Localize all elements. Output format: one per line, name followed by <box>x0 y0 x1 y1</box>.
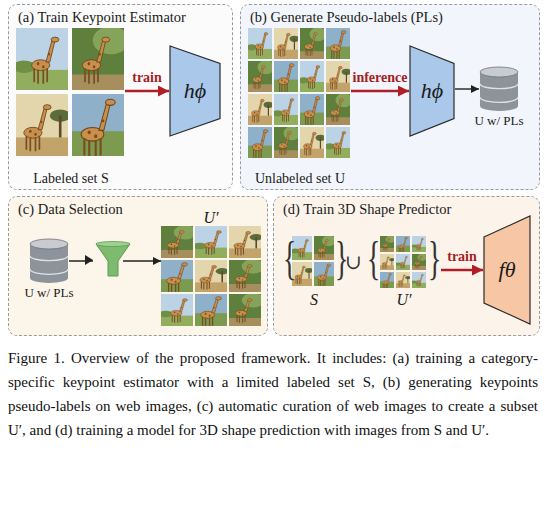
photo-thumbnail <box>72 26 129 90</box>
trapezoid-shape <box>484 216 530 324</box>
network-symbol: hϕ <box>409 45 455 137</box>
photo-thumbnail <box>229 259 264 292</box>
photo-thumbnail <box>324 127 350 158</box>
panel-title: (d) Train 3D Shape Predictor <box>283 201 451 218</box>
cylinder-ring <box>30 256 68 261</box>
photo-thumbnail <box>16 94 71 156</box>
funnel-rim <box>96 242 130 247</box>
set-label: U′ <box>203 209 218 227</box>
panel-title: (a) Train Keypoint Estimator <box>18 9 186 26</box>
network-block: hϕ <box>169 45 221 137</box>
cylinder-top <box>30 239 68 249</box>
photo-thumbnail <box>274 61 298 93</box>
photo-thumbnail <box>300 127 325 158</box>
photo-thumbnail <box>380 272 394 288</box>
cylinder-outline <box>479 67 519 111</box>
cylinder-ring <box>30 269 68 274</box>
photo-thumbnail <box>300 94 324 126</box>
cylinder-ring <box>480 84 518 89</box>
photo-thumbnail <box>248 127 272 159</box>
network-block: fθ <box>483 215 531 325</box>
arrow-label: train <box>447 249 477 265</box>
cylinder-top <box>480 67 518 77</box>
database-label: U w/ PLs <box>474 114 523 129</box>
trapezoid-shape <box>170 46 220 136</box>
set-label: U′ <box>396 291 411 309</box>
photo-thumbnail <box>326 28 350 60</box>
photo-thumbnail <box>326 93 352 125</box>
database: U w/ PLs <box>479 67 519 111</box>
cylinder-outline <box>29 239 69 283</box>
photo-thumbnail <box>380 254 395 270</box>
photo-thumbnail <box>72 94 124 158</box>
network-block: hϕ <box>409 45 455 137</box>
trapezoid-shape <box>410 46 454 136</box>
photo-thumbnail <box>300 27 326 59</box>
database-label: U w/ PLs <box>24 286 73 301</box>
photo-thumbnail <box>411 272 426 288</box>
arrow-label: train <box>132 70 162 86</box>
bracket-symbol: { <box>283 236 296 282</box>
photo-thumbnail <box>314 235 336 260</box>
photo-thumbnail <box>396 236 410 252</box>
figure-caption: Figure 1. Overview of the proposed frame… <box>8 346 538 442</box>
network-symbol: hϕ <box>169 45 221 137</box>
network-symbol: fθ <box>483 215 531 325</box>
photo-thumbnail <box>298 61 324 92</box>
photo-thumbnail <box>380 236 395 252</box>
photo-thumbnail <box>161 260 193 293</box>
arrow-connector <box>455 88 479 89</box>
panel-title: (c) Data Selection <box>18 201 123 218</box>
set-label: S <box>310 291 318 309</box>
union-symbol: ∪ <box>345 252 362 272</box>
arrow-connector <box>351 90 409 93</box>
photo-thumbnail <box>274 126 300 158</box>
photo-thumbnail <box>326 61 351 92</box>
bracket-symbol: { <box>367 236 380 282</box>
photo-thumbnail <box>412 254 427 270</box>
photo-thumbnail <box>396 272 411 288</box>
photo-thumbnail <box>272 94 298 125</box>
set-label: Unlabeled set U <box>255 171 345 187</box>
photo-thumbnail <box>274 28 299 59</box>
photo-thumbnail <box>248 94 273 125</box>
photo-thumbnail <box>195 294 227 327</box>
bracket-symbol: } <box>428 236 441 282</box>
panel-title: (b) Generate Pseudo-labels (PLs) <box>250 9 443 26</box>
photo-thumbnail <box>229 293 264 326</box>
photo-thumbnail <box>248 60 274 92</box>
photo-thumbnail <box>195 260 229 292</box>
photo-thumbnail <box>193 226 227 258</box>
photo-thumbnail <box>159 294 193 326</box>
photo-thumbnail <box>229 226 263 258</box>
database: U w/ PLs <box>29 239 69 283</box>
photo-thumbnail <box>246 28 272 59</box>
photo-thumbnail <box>395 254 410 270</box>
arrow-label: inference <box>353 70 408 86</box>
set-label: Labeled set S <box>33 171 108 187</box>
photo-thumbnail <box>161 225 196 258</box>
photo-thumbnail <box>12 28 68 90</box>
photo-thumbnail <box>411 236 426 252</box>
photo-thumbnail <box>314 262 334 287</box>
arrow-connector <box>125 90 169 93</box>
arrow-connector <box>441 269 483 272</box>
cylinder-ring <box>480 97 518 102</box>
